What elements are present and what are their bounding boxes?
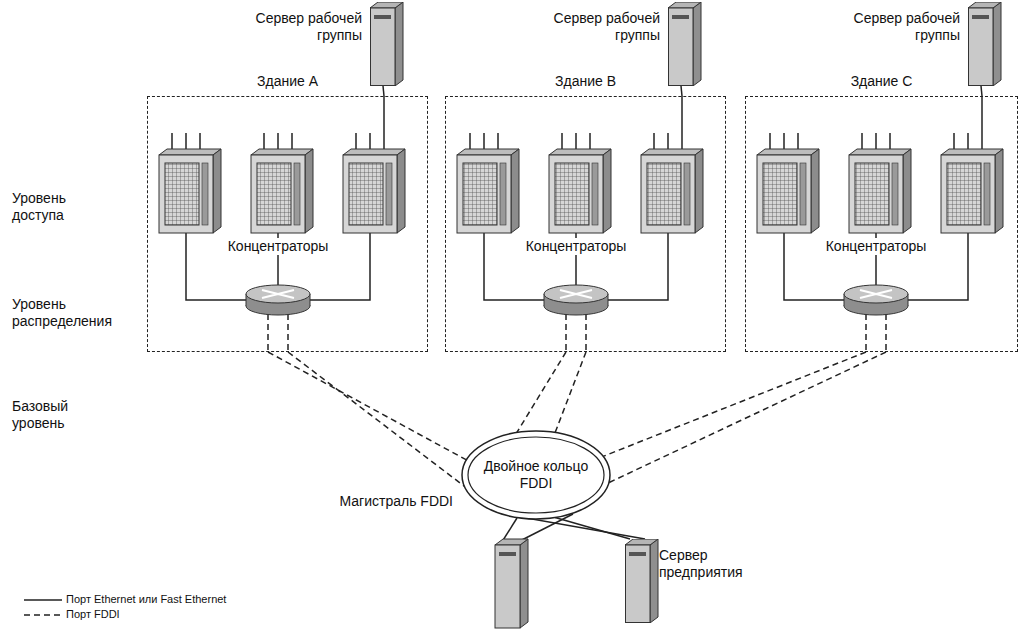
legend-line xyxy=(22,610,66,620)
building-equipment xyxy=(159,96,405,352)
legend-line xyxy=(22,595,66,605)
server-label: Сервер рабочей группы xyxy=(842,8,960,44)
ethernet-link xyxy=(981,86,982,96)
legend-text: Порт FDDI xyxy=(66,608,120,621)
hub-icon xyxy=(757,133,819,233)
fddi-link xyxy=(288,352,465,486)
group-label: Концентраторы xyxy=(226,238,331,255)
server-icon xyxy=(668,2,702,86)
building-heading: Здание В xyxy=(552,73,619,90)
server-icon xyxy=(495,514,573,628)
building-heading: Здание А xyxy=(254,73,321,90)
server-icon xyxy=(370,2,404,86)
backbone-label: Магистраль FDDI xyxy=(337,493,455,510)
router-icon xyxy=(246,285,310,315)
building-area: Здание С xyxy=(745,96,1018,352)
fddi-ring: Двойное кольцо FDDI xyxy=(461,430,611,520)
hub-icon xyxy=(457,133,519,233)
hub-icon xyxy=(641,133,703,233)
fddi-link xyxy=(603,352,866,456)
ring-outline xyxy=(461,430,611,520)
level-label: Уровень распределения xyxy=(10,296,144,330)
ethernet-link xyxy=(383,86,384,96)
hub-icon xyxy=(549,133,611,233)
ethernet-link xyxy=(555,518,630,539)
workgroup-server: Сервер рабочей группы xyxy=(542,8,694,86)
hub-icon xyxy=(941,133,1003,233)
legend-text: Порт Ethernet или Fast Ethernet xyxy=(66,593,226,606)
hub-icon xyxy=(849,133,911,233)
building-area: Здание В xyxy=(445,96,726,352)
ethernet-link xyxy=(499,513,645,539)
server-label: Сервер рабочей группы xyxy=(542,8,660,44)
fddi-link xyxy=(268,352,466,460)
ethernet-link xyxy=(681,86,682,96)
router-icon xyxy=(844,285,908,315)
legend-row: Порт Ethernet или Fast Ethernet xyxy=(22,592,226,607)
legend-row: Порт FDDI xyxy=(22,607,226,622)
legend: Порт Ethernet или Fast EthernetПорт FDDI xyxy=(22,592,226,622)
server-label: Сервер рабочей группы xyxy=(244,8,362,44)
building-equipment xyxy=(457,96,703,352)
ring-label: Двойное кольцо FDDI xyxy=(480,458,592,492)
level-label: Уровень доступа xyxy=(10,190,114,224)
group-label: Концентраторы xyxy=(524,238,629,255)
enterprise-server: Сервер предприятия xyxy=(625,545,759,623)
building-heading: Здание С xyxy=(848,73,916,90)
level-label: Базовый уровень xyxy=(10,398,114,432)
fddi-link xyxy=(555,352,586,432)
building-equipment xyxy=(757,96,1003,352)
server-icon xyxy=(625,539,659,623)
server-icon xyxy=(968,2,1002,86)
hub-icon xyxy=(343,133,405,233)
workgroup-server: Сервер рабочей группы xyxy=(244,8,396,86)
group-label: Концентраторы xyxy=(824,238,929,255)
workgroup-server: Сервер рабочей группы xyxy=(842,8,994,86)
hub-icon xyxy=(251,133,313,233)
server-label: Сервер предприятия xyxy=(659,545,759,581)
fddi-link xyxy=(609,352,886,483)
hub-icon xyxy=(159,133,221,233)
router-icon xyxy=(544,285,608,315)
building-area: Здание А xyxy=(147,96,428,352)
fddi-link xyxy=(517,352,566,432)
